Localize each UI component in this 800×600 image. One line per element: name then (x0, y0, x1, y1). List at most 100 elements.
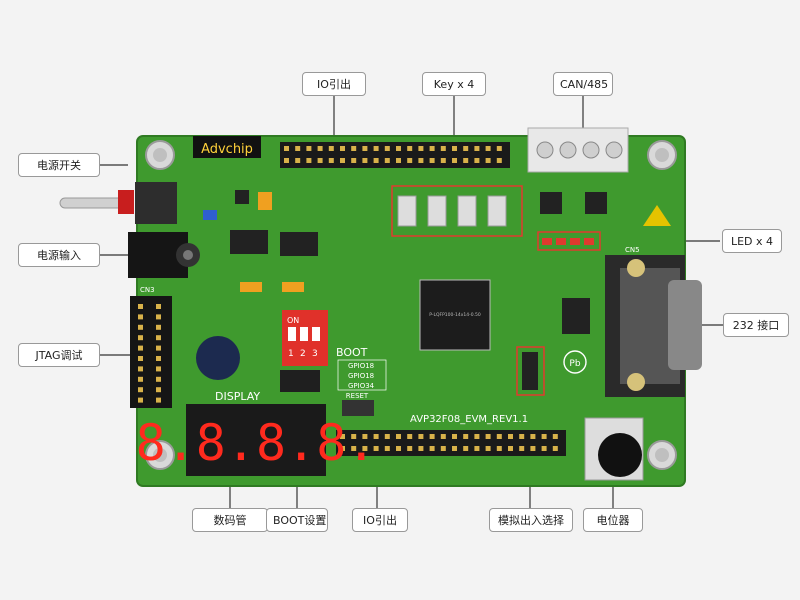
header-pin (530, 434, 536, 439)
callout-led: LED x 4 (722, 229, 782, 253)
header-pin (530, 446, 536, 451)
svg-text:CN5: CN5 (625, 246, 640, 254)
header-pin (440, 434, 446, 439)
header-pin (156, 356, 161, 361)
power-input-jack (128, 232, 200, 278)
header-pin (373, 446, 379, 451)
header-pin (519, 446, 525, 451)
header-pin (138, 335, 143, 341)
potentiometer (584, 417, 644, 481)
callout-pot: 电位器 (583, 508, 643, 532)
header-pin (384, 146, 390, 151)
callout-power-input: 电源输入 (18, 243, 100, 267)
header-pin (138, 314, 143, 320)
header-pin (418, 146, 424, 151)
header-pin (463, 146, 469, 151)
svg-text:GPIO34: GPIO34 (348, 382, 375, 390)
header-pin (340, 434, 345, 439)
header-pin (508, 446, 513, 451)
header-pin (452, 158, 457, 163)
header-pin (396, 446, 401, 451)
regulators (203, 190, 318, 292)
header-pin (340, 158, 345, 163)
header-pin (351, 146, 357, 151)
header-pin (452, 146, 457, 151)
header-pin (384, 446, 390, 451)
pcb-board (137, 136, 685, 486)
mounting-holes (145, 140, 677, 470)
header-pin (396, 146, 401, 151)
db9-connector (605, 255, 702, 397)
header-pin (284, 158, 289, 163)
header-pin (284, 146, 289, 151)
svg-text:RESET: RESET (346, 392, 369, 400)
header-pin (418, 446, 424, 451)
callout-key: Key x 4 (422, 72, 486, 96)
svg-text:1: 1 (288, 349, 294, 359)
callout-analog-sel: 模拟出入选择 (489, 508, 573, 532)
header-pin (418, 158, 424, 163)
svg-text:GPIO18: GPIO18 (348, 362, 374, 370)
header-pin (440, 158, 446, 163)
callout-io-bottom: IO引出 (352, 508, 408, 532)
header-pin (485, 434, 491, 439)
header-pin (429, 158, 435, 163)
header-pin (340, 146, 345, 151)
header-pin (156, 345, 161, 351)
callout-power-switch: 电源开关 (18, 153, 100, 177)
header-pin (463, 434, 469, 439)
header-pin (306, 146, 312, 151)
header-pin (541, 446, 547, 451)
callout-io-top: IO引出 (302, 72, 366, 96)
jtag-header: CN3 (130, 286, 172, 408)
mcu-chip: P-LQFP100-14x14-0.50 (419, 279, 491, 351)
header-pin (362, 434, 368, 439)
header-pin (328, 146, 334, 151)
header-pin (306, 158, 312, 163)
header-pin (138, 304, 143, 309)
header-pin (496, 434, 502, 439)
header-pin (362, 158, 368, 163)
svg-text:3: 3 (312, 349, 318, 359)
header-pin (138, 356, 143, 361)
header-pin (508, 434, 513, 439)
header-pin (485, 158, 491, 163)
header-pin (496, 146, 502, 151)
logo-text: Advchip (201, 142, 253, 157)
header-pin (156, 304, 161, 309)
header-pin (351, 446, 357, 451)
boot-table: GPIO18 GPIO18 GPIO34 (337, 359, 387, 391)
header-pin (452, 434, 457, 439)
header-pin (351, 434, 357, 439)
header-pin (418, 434, 424, 439)
bottom-io-header (336, 430, 566, 456)
header-pin (138, 366, 143, 372)
svg-text:Pb: Pb (569, 359, 580, 369)
board-name: AVP32F08_EVM_REV1.1 (410, 414, 528, 425)
reset-button (342, 400, 374, 416)
svg-text:8.8.8.8.: 8.8.8.8. (136, 414, 377, 472)
header-pin (407, 146, 413, 151)
header-pin (373, 158, 379, 163)
header-pin (138, 345, 143, 351)
header-pin (552, 446, 558, 451)
header-pin (351, 158, 357, 163)
header-pin (429, 446, 435, 451)
header-pin (474, 158, 480, 163)
header-pin (384, 434, 390, 439)
header-pin (474, 434, 480, 439)
top-io-header (280, 142, 510, 168)
logo-box (193, 136, 261, 158)
header-pin (440, 446, 446, 451)
header-pin (496, 158, 502, 163)
header-pin (485, 146, 491, 151)
header-pin (452, 446, 457, 451)
header-pin (474, 146, 480, 151)
can-terminal (527, 127, 629, 173)
header-pin (138, 376, 143, 382)
header-pin (156, 335, 161, 341)
buzzer (196, 336, 240, 380)
header-pin (407, 446, 413, 451)
header-pin (156, 376, 161, 382)
header-pin (138, 387, 143, 393)
